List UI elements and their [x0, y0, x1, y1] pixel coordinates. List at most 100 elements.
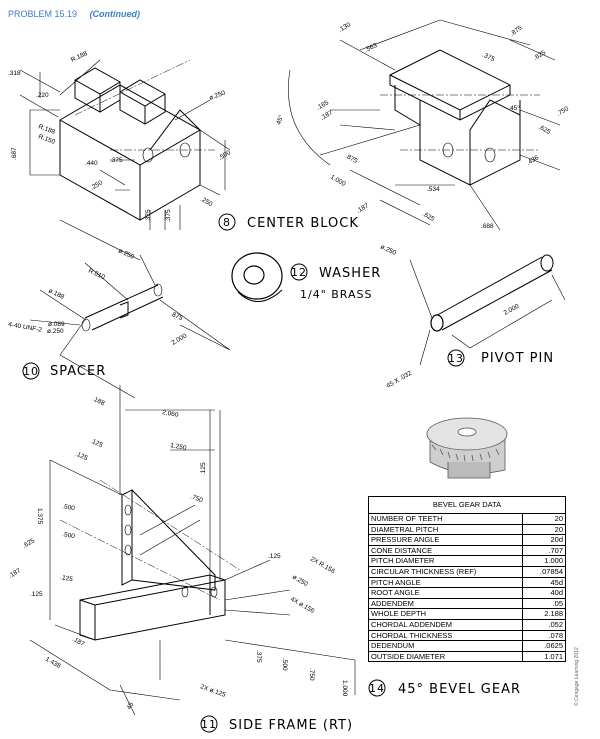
pin-chamfer: 45 X .032 [386, 370, 414, 390]
spacer-thread: 4-40 UNF-2 [8, 321, 43, 334]
sf-dim-187-a: .187 [8, 567, 23, 580]
sf-dim-4xphi156: 4X ø.156 [289, 596, 316, 615]
table-cell-label: PITCH DIAMETER [368, 555, 523, 567]
sf-dim-125-d: .125 [268, 553, 281, 560]
dim-318: .318 [8, 70, 21, 77]
side-frame-label: 11 SIDE FRAME (RT) [200, 715, 353, 733]
pin-dim-phi250: ø.250 [379, 243, 397, 257]
table-row: CONE DISTANCE.707 [368, 544, 566, 557]
dim-45-b: 45° [510, 104, 520, 112]
dim-375-b: .375 [145, 209, 152, 222]
dim-625-b: .625 [537, 124, 552, 137]
sf-dim-125-a: .125 [89, 437, 104, 449]
table-cell-value: 20 [522, 513, 566, 525]
pin-dim-2000: 2.000 [503, 303, 521, 317]
bevel-gear-table-title: BEVEL GEAR DATA [368, 496, 566, 514]
problem-number: PROBLEM 15.19 [8, 9, 78, 19]
table-cell-value: 20 [522, 523, 566, 536]
sf-dim-750-a: .750 [189, 493, 204, 504]
spacer-label: 10 SPACER [22, 362, 105, 380]
dim-1000: 1.000 [329, 174, 347, 188]
dim-r188-top: R.188 [70, 50, 89, 64]
washer-number: 12 [291, 266, 307, 279]
dim-45-angle: 45° [274, 113, 285, 125]
sf-dim-1375: 1.375 [36, 508, 43, 525]
sf-dim-1250: 1.250 [170, 442, 188, 452]
spacer-dim-phi250b: ø.250 [47, 328, 64, 335]
sf-dim-2xr156: 2X R.156 [309, 556, 336, 576]
dim-688: .688 [481, 223, 494, 230]
sf-dim-500-b: .500 [62, 531, 76, 540]
spacer-dim-phi089: ø.089 [48, 321, 65, 328]
table-cell-value: 20d [522, 534, 566, 546]
table-cell-label: PRESSURE ANGLE [368, 534, 523, 546]
continued-label: (Continued) [89, 9, 141, 19]
table-cell-value: .052 [522, 618, 566, 631]
sf-dim-125-e: .125 [60, 574, 74, 583]
dim-130: .130 [338, 21, 353, 34]
center-block-right-view [288, 19, 561, 231]
sf-dim-2xphi125: 2X ø.125 [199, 683, 227, 699]
pivot-pin-dims: ø.250 2.000 45 X .032 [379, 243, 520, 389]
dim-534: .534 [427, 186, 440, 193]
dim-220: .220 [36, 92, 49, 99]
table-cell-value: 1.071 [522, 650, 566, 663]
table-row: DEDENDUM.0625 [368, 640, 566, 652]
table-cell-label: OUTSIDE DIAMETER [368, 650, 523, 663]
dim-187-a: .187 [320, 109, 335, 122]
table-cell-label: DIAMETRAL PITCH [368, 523, 523, 536]
sf-dim-45: 45 [126, 701, 136, 711]
table-cell-value: .078 [522, 629, 566, 642]
table-cell-label: PITCH ANGLE [368, 576, 523, 589]
center-block-name: CENTER BLOCK [247, 216, 359, 231]
table-row: CHORDAL THICKNESS.078 [368, 629, 566, 642]
dim-375-c: .375 [165, 209, 172, 222]
pivot-pin-name: PIVOT PIN [481, 351, 554, 366]
bevel-gear-number: 14 [369, 682, 385, 695]
dim-250-a: .250 [90, 179, 105, 192]
table-cell-label: WHOLE DEPTH [368, 608, 523, 620]
sf-dim-125-c: .125 [200, 462, 207, 475]
sf-dim-500-a: .500 [62, 503, 76, 512]
sf-dim-1438: 1.438 [44, 656, 62, 670]
problem-header: PROBLEM 15.19 (Continued) [8, 9, 140, 19]
table-cell-value: 40d [522, 587, 566, 599]
sf-dim-187-b: .187 [71, 636, 86, 649]
table-cell-label: NUMBER OF TEETH [368, 513, 523, 525]
table-cell-value: 1.000 [522, 555, 566, 567]
spacer-dim-2000: 2.000 [171, 332, 189, 346]
spacer-drawing [29, 254, 231, 399]
dim-875-a: .875 [509, 24, 524, 37]
dim-440: .440 [85, 160, 98, 167]
table-row: ADDENDEM.05 [368, 597, 566, 610]
pivot-pin-number: 13 [448, 352, 464, 365]
table-cell-value: 2.188 [522, 608, 566, 620]
table-cell-label: CHORDAL ADDENDEM [368, 618, 523, 631]
sf-dim-125-b: .125 [74, 450, 89, 462]
sf-dim-125-left: .125 [30, 591, 43, 598]
dim-687: .687 [11, 147, 18, 160]
table-cell-value: .0625 [522, 640, 566, 652]
spacer-dim-875: .875 [169, 310, 184, 322]
spacer-dims: ø.250 R.010 ø.188 ø.089 ø.250 4-40 UNF-2… [8, 247, 189, 346]
washer-drawing: 12 WASHER 1/4" BRASS [231, 252, 381, 302]
side-frame-name: SIDE FRAME (RT) [229, 718, 353, 733]
center-block-left-view [19, 59, 231, 261]
table-cell-label: CIRCULAR THICKNESS (REF) [368, 565, 523, 578]
pivot-pin-drawing [409, 254, 566, 366]
spacer-dim-phi188: ø.188 [47, 287, 65, 301]
pivot-pin-label: 13 PIVOT PIN [447, 349, 554, 367]
sf-dim-375: .375 [255, 650, 262, 663]
washer-name: WASHER [319, 266, 381, 281]
side-frame-number: 11 [201, 718, 217, 731]
table-cell-label: CONE DISTANCE [368, 544, 523, 557]
table-cell-value: 45d [522, 576, 566, 589]
